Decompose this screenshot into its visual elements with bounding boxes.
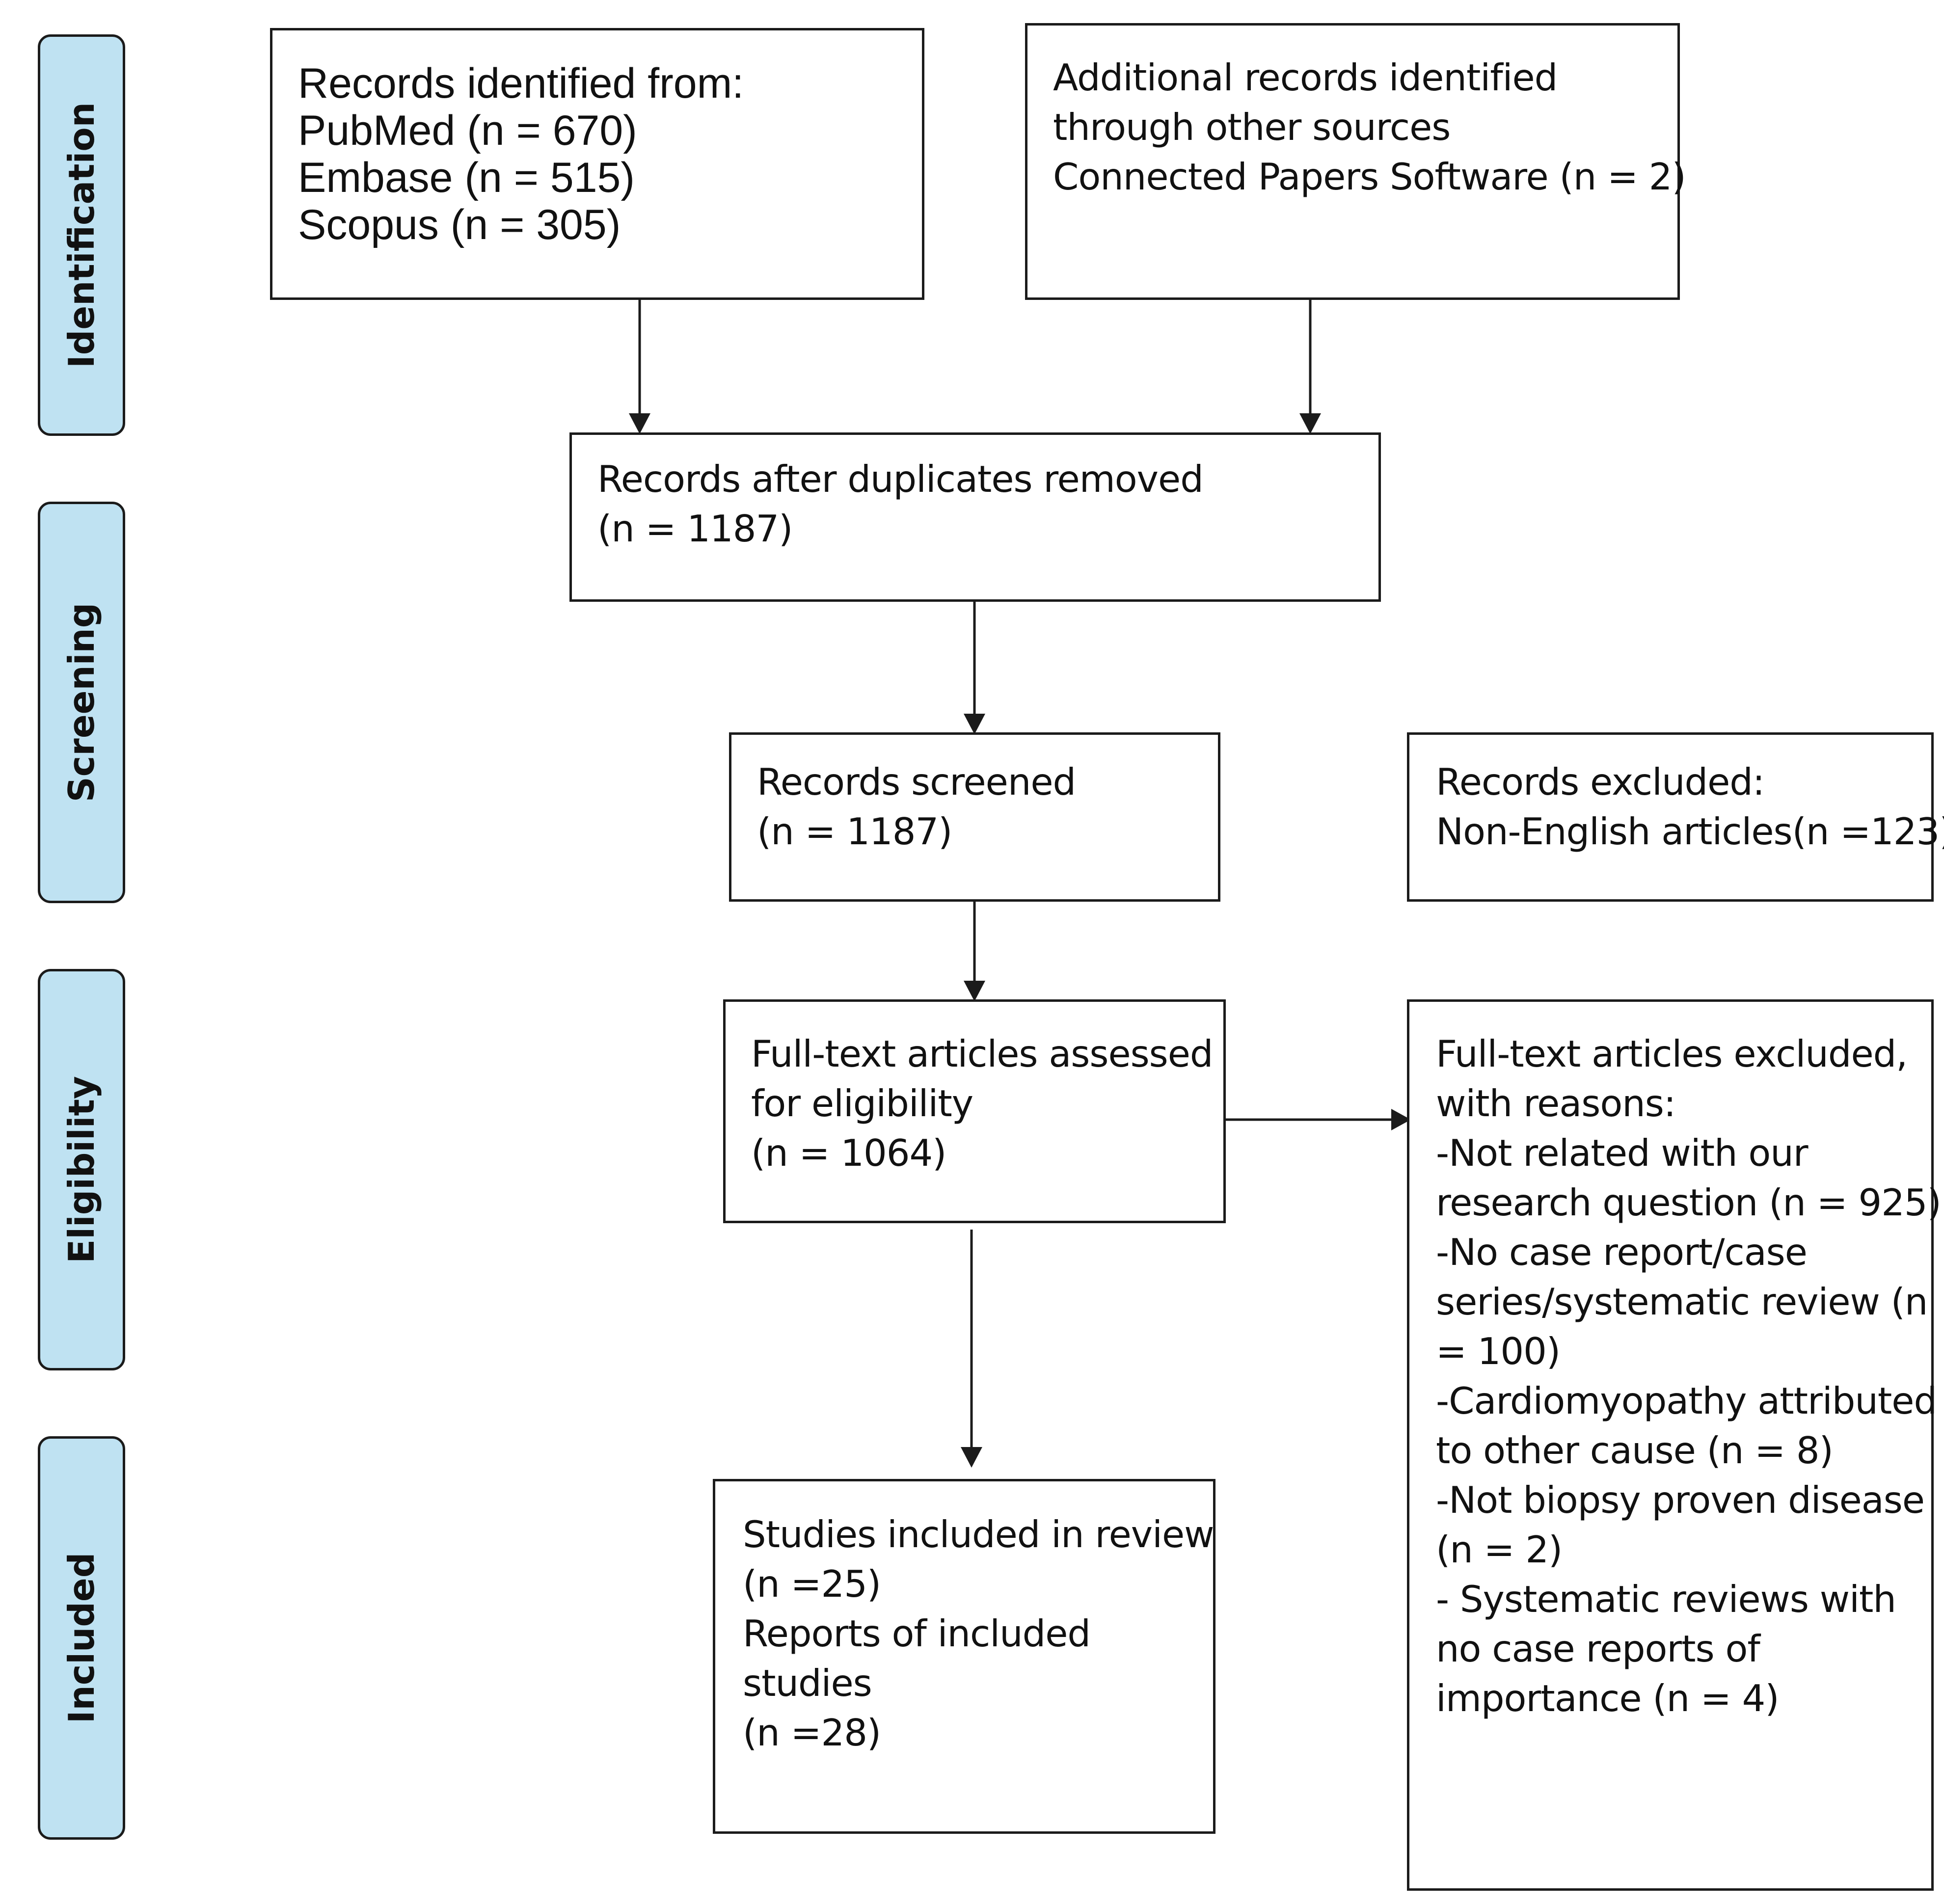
box-line: Records screened [757, 760, 1076, 804]
phase-label: Screening [61, 602, 102, 803]
arrowhead-identified [629, 413, 650, 434]
box-line: Full-text articles assessed [751, 1032, 1214, 1075]
box-line: (n = 1064) [751, 1131, 946, 1175]
box-line: Full-text articles excluded, [1436, 1032, 1908, 1075]
full-text-assessed-box: Full-text articles assessed for eligibil… [723, 999, 1226, 1223]
phase-label: Included [61, 1552, 102, 1724]
studies-included-box: Studies included in review (n =25) Repor… [713, 1479, 1215, 1834]
box-line: no case reports of [1436, 1627, 1760, 1670]
box-line: -Not related with our [1436, 1131, 1809, 1175]
arrowhead-duplicates [964, 714, 985, 734]
box-line: Embase (n = 515) [298, 154, 635, 201]
phase-label: Identification [61, 102, 102, 368]
box-line: = 100) [1436, 1330, 1561, 1373]
arrowhead-fulltext-excluded [1391, 1109, 1411, 1130]
box-line: Non-English articles(n =123) [1436, 810, 1944, 853]
box-line: Studies included in review [743, 1513, 1214, 1556]
box-line: -No case report/case [1436, 1231, 1808, 1274]
box-line: PubMed (n = 670) [298, 107, 637, 154]
box-line: through other sources [1053, 106, 1451, 149]
box-line: (n = 1187) [757, 810, 952, 853]
phase-label: Eligibility [61, 1076, 102, 1263]
box-line: - Systematic reviews with [1436, 1578, 1896, 1621]
box-line: Records identified from: [298, 60, 744, 107]
additional-records-box: Additional records identified through ot… [1025, 23, 1686, 300]
box-line: Reports of included [743, 1612, 1091, 1655]
arrowhead-screened [964, 981, 985, 1001]
box-line: -Not biopsy proven disease [1436, 1478, 1925, 1522]
full-text-excluded-box: Full-text articles excluded, with reason… [1407, 999, 1942, 1891]
box-line: (n = 2) [1436, 1528, 1563, 1571]
phase-included: Included [38, 1436, 125, 1840]
box-line: Records after duplicates removed [597, 457, 1204, 501]
box-line: to other cause (n = 8) [1436, 1429, 1834, 1472]
box-line: for eligibility [751, 1082, 973, 1125]
box-line: series/systematic review (n [1436, 1280, 1928, 1323]
box-line: Additional records identified [1053, 56, 1558, 99]
box-line: (n =25) [743, 1562, 881, 1606]
box-line: (n = 1187) [597, 507, 793, 550]
box-line: research question (n = 925) [1436, 1181, 1942, 1224]
box-line: with reasons: [1436, 1082, 1676, 1125]
phase-screening: Screening [38, 502, 125, 903]
records-screened-box: Records screened (n = 1187) [729, 732, 1220, 902]
box-line: -Cardiomyopathy attributed [1436, 1379, 1937, 1422]
box-line: Scopus (n = 305) [298, 201, 621, 248]
box-line: studies [743, 1662, 872, 1705]
phase-eligibility: Eligibility [38, 969, 125, 1370]
box-line: Records excluded: [1436, 760, 1765, 804]
box-line: (n =28) [743, 1711, 881, 1754]
arrowhead-additional [1299, 413, 1321, 434]
arrowhead-included [961, 1447, 982, 1468]
duplicates-removed-box: Records after duplicates removed (n = 11… [569, 432, 1381, 602]
box-line: Connected Papers Software (n = 2) [1053, 155, 1686, 198]
box-line: importance (n = 4) [1436, 1677, 1780, 1720]
records-identified-box: Records identified from: PubMed (n = 670… [270, 28, 924, 300]
records-excluded-box: Records excluded: Non-English articles(n… [1407, 732, 1944, 902]
phase-identification: Identification [38, 34, 125, 436]
